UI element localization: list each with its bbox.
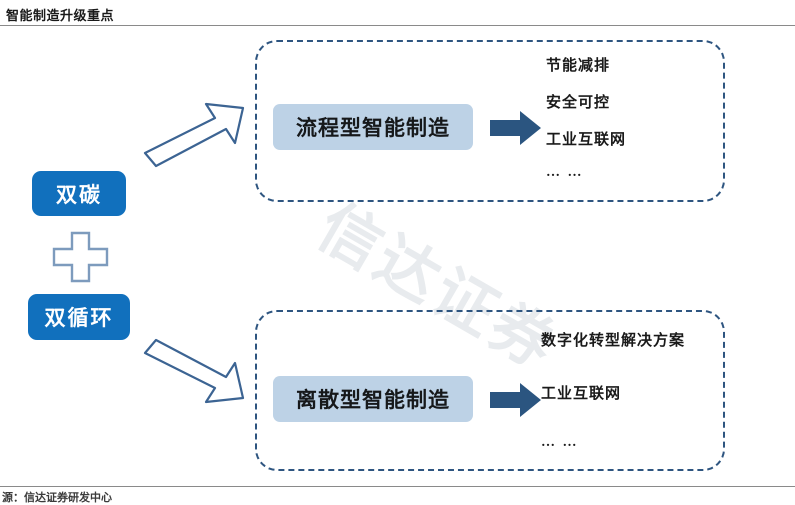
arrow-right-solid-icon [490, 382, 542, 418]
outcome-item: 工业互联网 [541, 386, 622, 402]
source-note: 源：信达证券研发中心 [2, 492, 112, 504]
arrow-up-right-outline-icon [142, 96, 246, 174]
category-box-discrete[interactable]: 离散型智能制造 [273, 376, 473, 422]
footer-divider [0, 486, 795, 487]
branch-container-discrete [255, 310, 725, 471]
outcome-item: 节能减排 [546, 58, 611, 74]
driver-chip-dual-carbon[interactable]: 双碳 [32, 171, 126, 216]
plus-icon [52, 231, 109, 283]
outcome-item: 安全可控 [546, 95, 611, 111]
branch-container-process [255, 40, 725, 202]
outcome-item: 数字化转型解决方案 [541, 333, 686, 349]
page-title: 智能制造升级重点 [6, 8, 115, 23]
outcome-item-ellipsis: … … [546, 165, 584, 180]
arrow-right-solid-icon [490, 110, 542, 146]
arrow-down-right-outline-icon [142, 332, 246, 410]
driver-chip-dual-circulation[interactable]: 双循环 [28, 294, 130, 340]
outcome-item: 工业互联网 [546, 132, 627, 148]
outcome-list-discrete: 数字化转型解决方案 工业互联网 … … [541, 329, 685, 451]
category-box-process[interactable]: 流程型智能制造 [273, 104, 473, 150]
header-divider [0, 25, 795, 26]
outcome-list-process: 节能减排 安全可控 工业互联网 … … [546, 54, 626, 181]
outcome-item-ellipsis: … … [541, 435, 579, 450]
